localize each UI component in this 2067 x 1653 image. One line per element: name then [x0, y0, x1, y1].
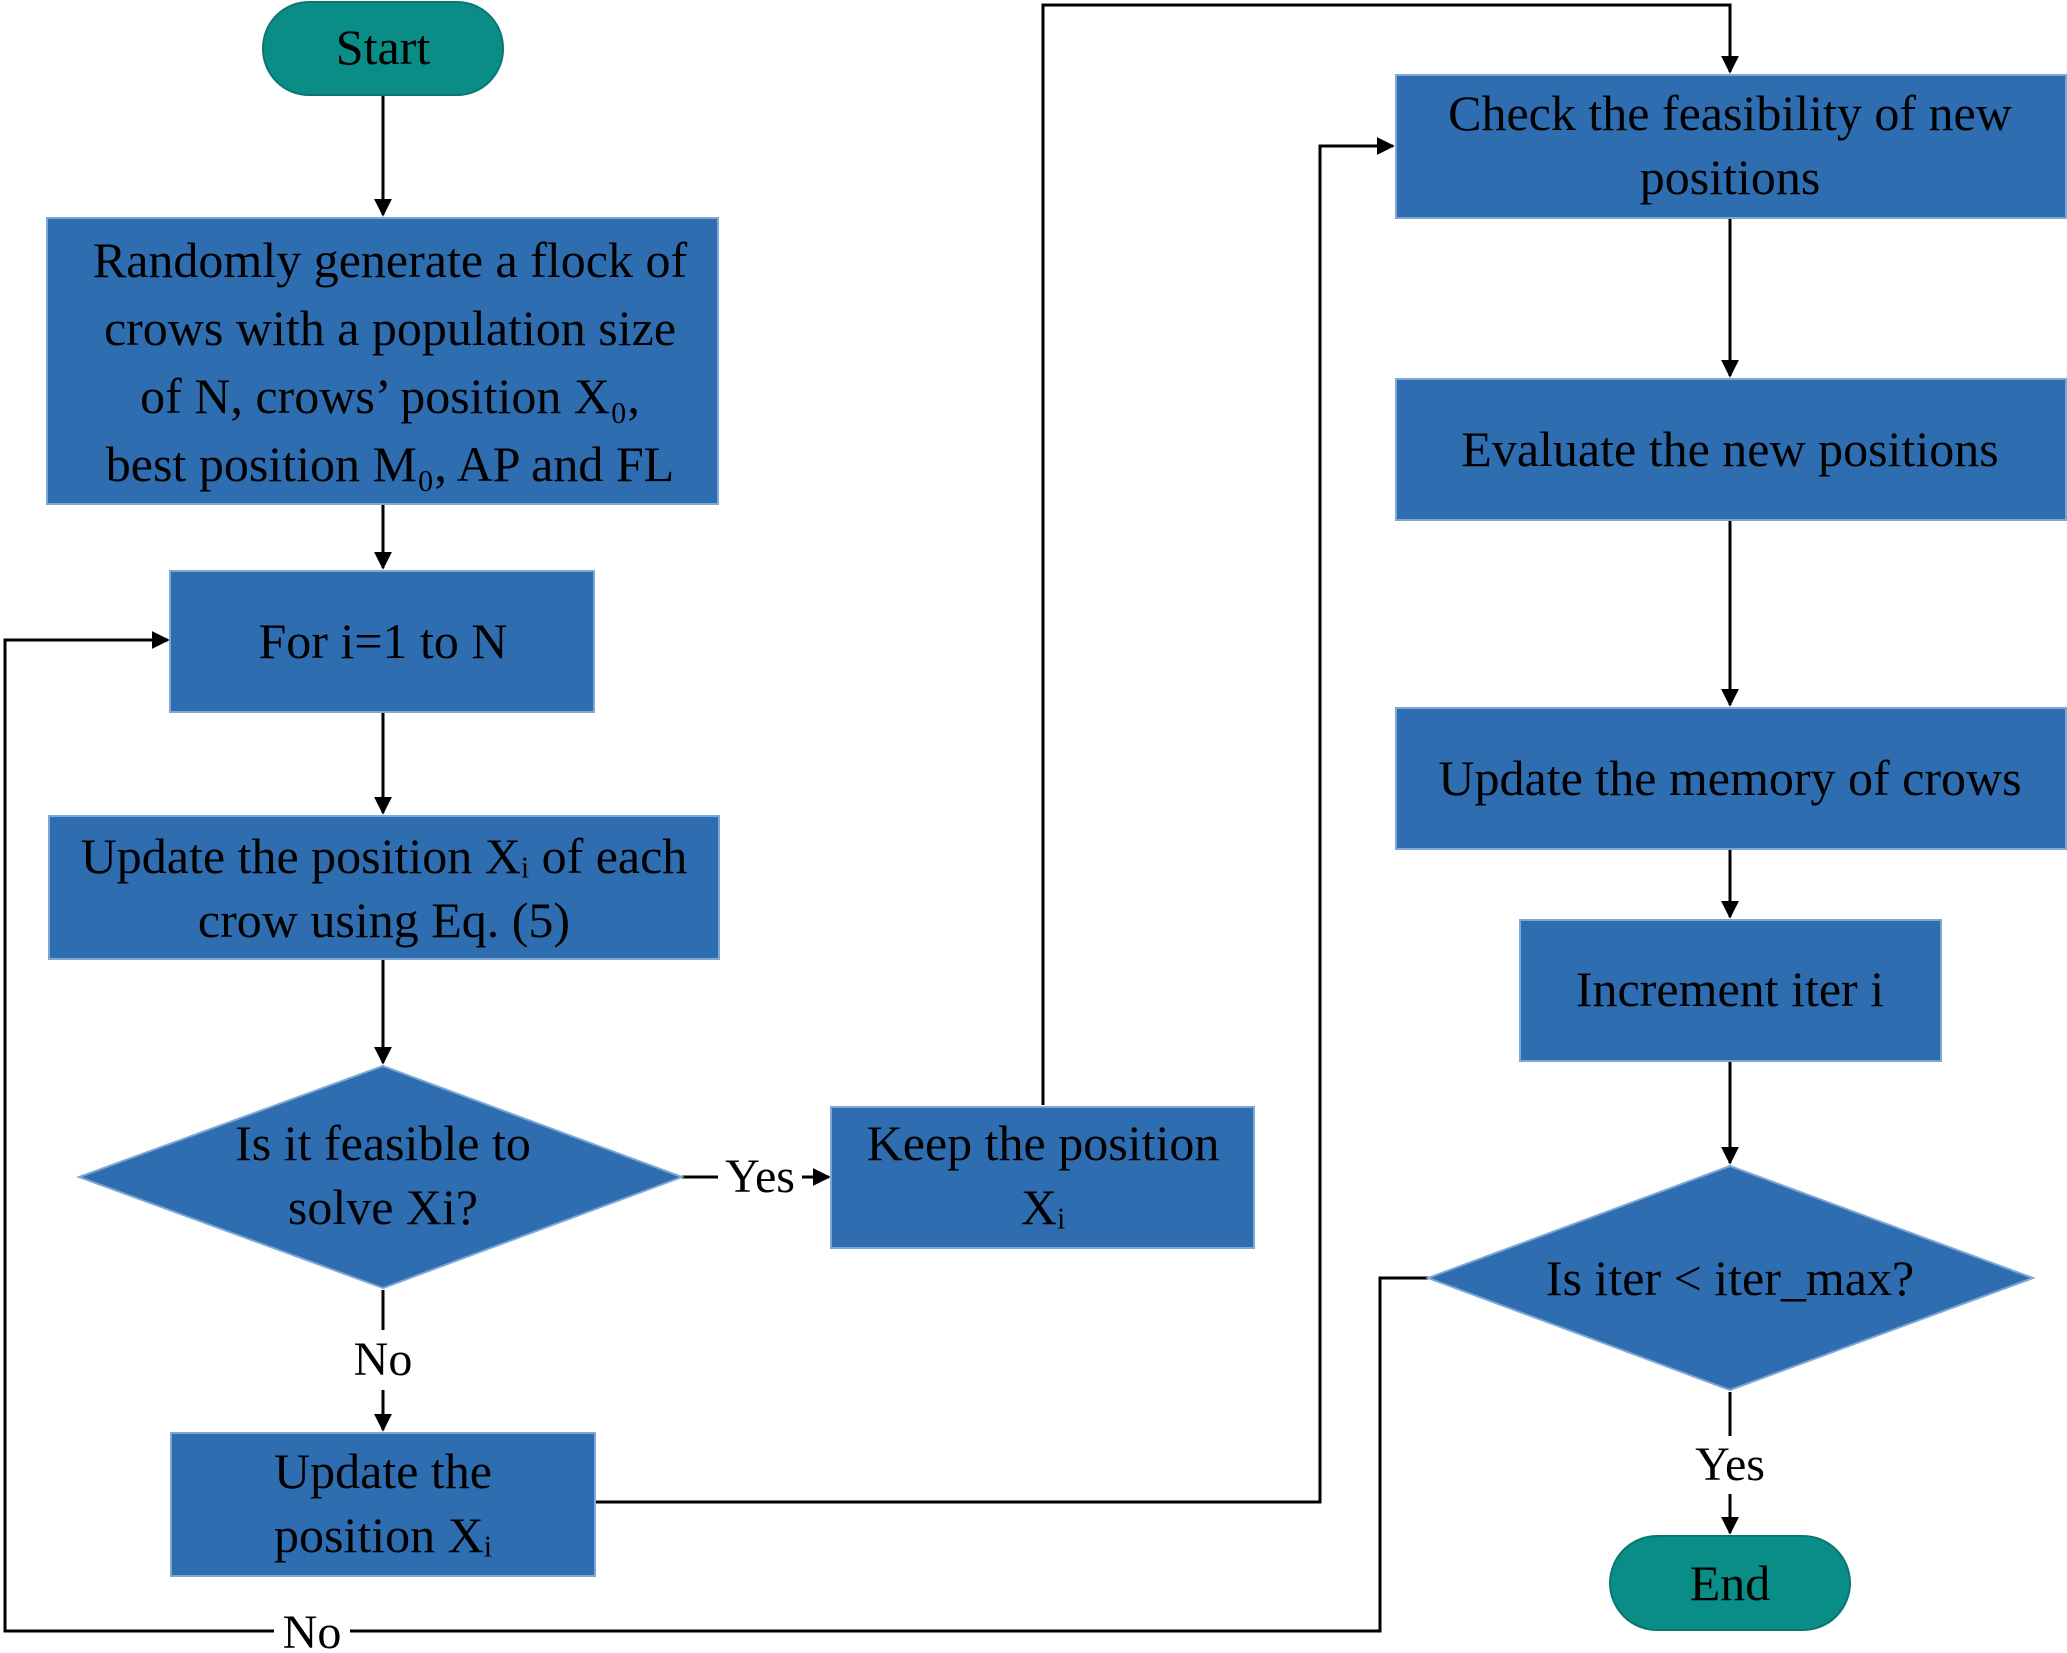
node-loop-label: For i=1 to N: [258, 613, 507, 669]
node-increment: Increment iter i: [1519, 919, 1942, 1062]
node-check-label: Check the feasibility of new positions: [1448, 85, 2012, 205]
node-end-label: End: [1690, 1555, 1771, 1611]
edge-update2-check: [596, 137, 1395, 1504]
label-line: Increment iter i: [1576, 961, 1884, 1017]
label-line: of N, crows’ position X₀,: [140, 368, 640, 424]
node-end: End: [1609, 1535, 1851, 1631]
node-update-position-label: Update the position Xᵢ of each crow using…: [81, 828, 688, 948]
label-line: Randomly generate a flock of: [93, 232, 688, 288]
label-feasible-no: No: [354, 1333, 413, 1386]
label-iter-yes: Yes: [1695, 1438, 1765, 1491]
node-start: Start: [262, 1, 504, 96]
label-line: End: [1690, 1555, 1771, 1611]
label-line: For i=1 to N: [258, 613, 507, 669]
node-start-label: Start: [336, 19, 431, 75]
label-line: Is it feasible to: [235, 1115, 531, 1171]
label-line: Update the: [274, 1443, 492, 1499]
edge-labels: Yes No Yes No: [274, 1150, 1774, 1653]
node-iter-decision: Is iter < iter_max?: [1425, 1164, 2036, 1392]
label-line: solve Xi?: [288, 1179, 478, 1235]
label-line: Start: [336, 19, 431, 75]
label-line: Is iter < iter_max?: [1546, 1250, 1914, 1306]
node-update-position-2: Update the position Xᵢ: [170, 1432, 596, 1577]
label-line: crow using Eq. (5): [198, 892, 570, 948]
label-line: Evaluate the new positions: [1461, 421, 1998, 477]
node-update-memory: Update the memory of crows: [1395, 707, 2067, 850]
edge-iter-loop: [3, 631, 1428, 1633]
label-line: best position M₀, AP and FL: [106, 436, 674, 492]
node-evaluate-label: Evaluate the new positions: [1461, 421, 1998, 477]
node-update-position-2-label: Update the position Xᵢ: [274, 1443, 492, 1563]
node-update-position: Update the position Xᵢ of each crow using…: [48, 815, 720, 960]
node-init-label: Randomly generate a flock of crows with a…: [93, 232, 688, 492]
label-line: Update the memory of crows: [1438, 750, 2021, 806]
label-iter-no: No: [283, 1606, 342, 1653]
label-line: Keep the position: [867, 1115, 1220, 1171]
node-check-feasibility: Check the feasibility of new positions: [1395, 74, 2067, 219]
node-iter-label: Is iter < iter_max?: [1546, 1250, 1914, 1306]
node-increment-label: Increment iter i: [1576, 961, 1884, 1017]
node-feasible-label: Is it feasible to solve Xi?: [235, 1115, 531, 1235]
node-init: Randomly generate a flock of crows with a…: [46, 217, 719, 505]
node-feasible-decision: Is it feasible to solve Xi?: [76, 1064, 685, 1290]
label-line: position Xᵢ: [274, 1507, 492, 1563]
edge-keep-check: [1041, 3, 1739, 1105]
label-line: positions: [1640, 149, 1821, 205]
label-line: crows with a population size: [104, 300, 676, 356]
label-feasible-yes: Yes: [725, 1150, 795, 1203]
node-memory-label: Update the memory of crows: [1438, 750, 2021, 806]
label-line: Check the feasibility of new: [1448, 85, 2012, 141]
node-evaluate: Evaluate the new positions: [1395, 378, 2067, 521]
node-loop: For i=1 to N: [169, 570, 595, 713]
label-line: Xᵢ: [1021, 1179, 1065, 1235]
label-line: Update the position Xᵢ of each: [81, 828, 688, 884]
